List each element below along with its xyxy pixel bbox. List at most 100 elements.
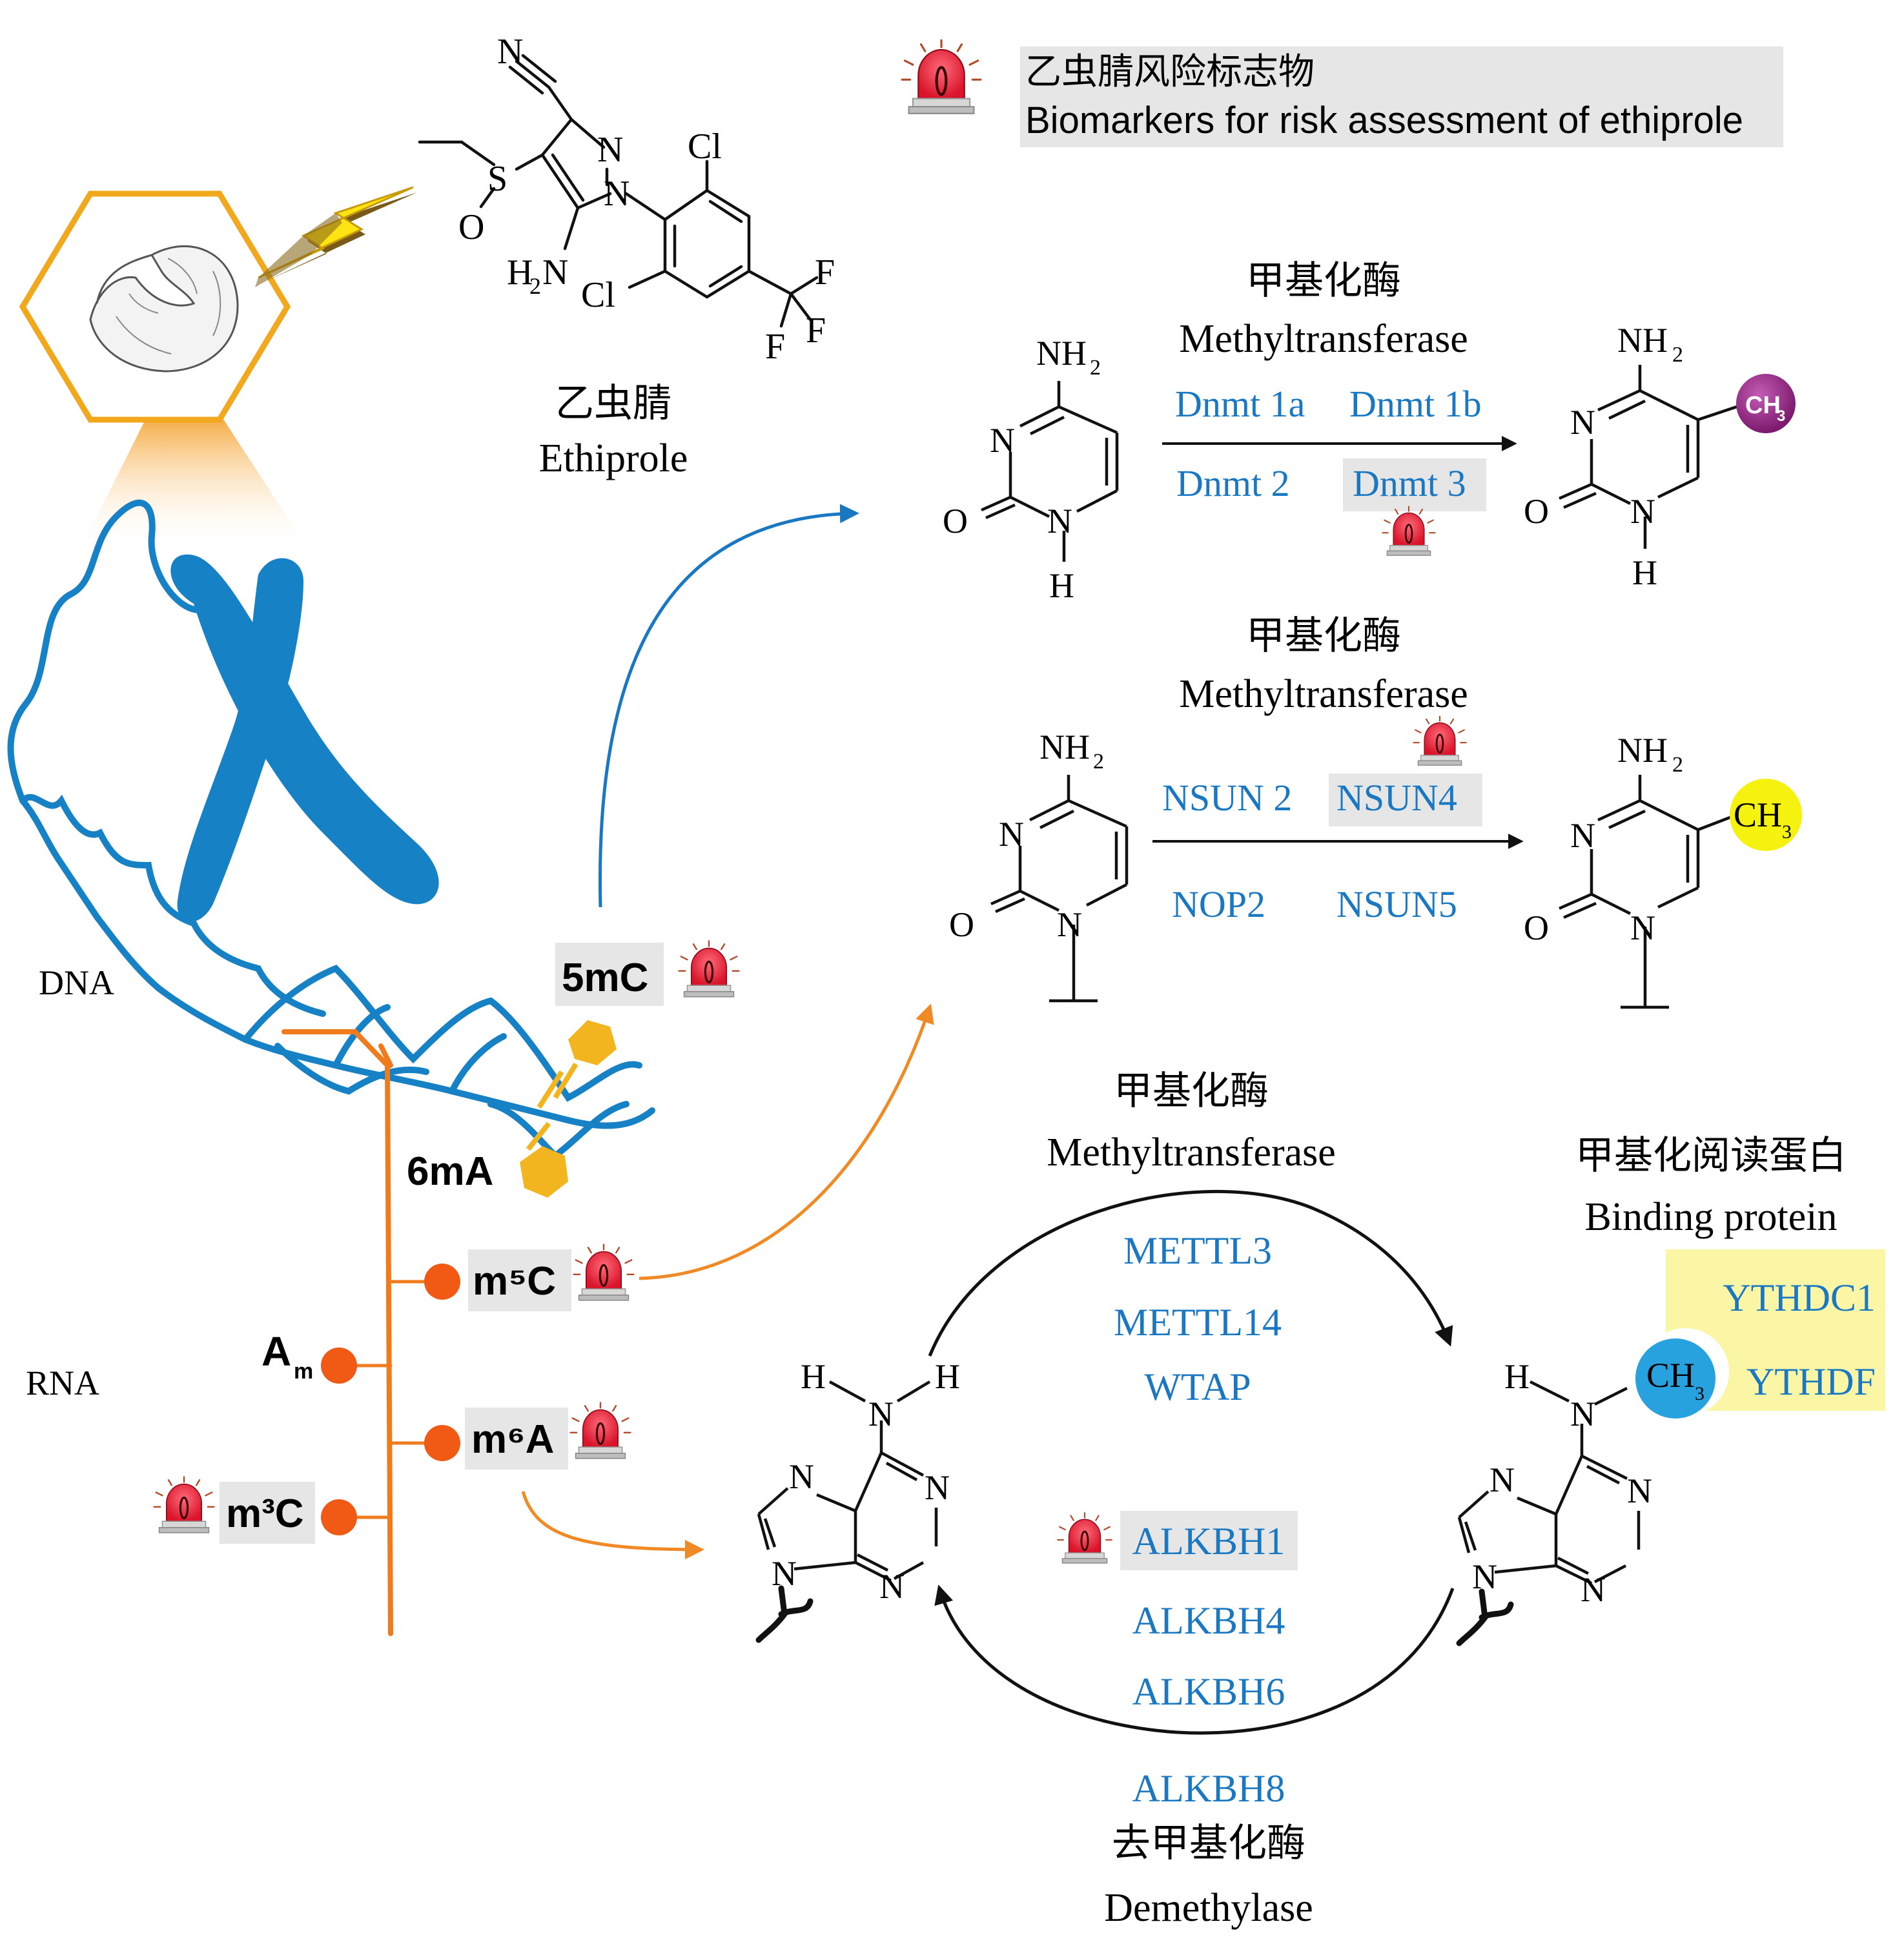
alarm-light-icon bbox=[1381, 506, 1437, 557]
node-m6a bbox=[424, 1425, 460, 1461]
mod-am-label: A bbox=[261, 1328, 291, 1375]
arrow-5mc-to-dna bbox=[598, 504, 859, 908]
arrow-m6a-to-cycle bbox=[521, 1491, 704, 1559]
writer-mettl14: METTL14 bbox=[1114, 1301, 1282, 1344]
reader-ythdc1: YTHDC1 bbox=[1723, 1276, 1876, 1319]
legend: 乙虫腈风险标志物 Biomarkers for risk assessment … bbox=[902, 40, 1783, 147]
rna-enzyme-en: Methyltransferase bbox=[1179, 672, 1468, 716]
atom-h: H bbox=[1632, 553, 1657, 592]
dna-strand bbox=[7, 499, 655, 1160]
atom-n-nitrile: N bbox=[497, 32, 523, 72]
eraser-alkbh6: ALKBH6 bbox=[1132, 1670, 1285, 1713]
rna-strand bbox=[282, 1029, 428, 1636]
chromosome bbox=[170, 554, 439, 922]
atom-f3: F bbox=[765, 327, 785, 367]
atom-o: O bbox=[1524, 492, 1549, 531]
methyl-ball-yellow bbox=[1730, 779, 1802, 851]
alarm-light-icon bbox=[153, 1475, 215, 1534]
alarm-light-icon bbox=[569, 1401, 632, 1460]
atom-nh: NH bbox=[1617, 321, 1668, 360]
compound-name-en: Ethiprole bbox=[539, 436, 688, 480]
enzyme-dnmt2: Dnmt 2 bbox=[1176, 462, 1290, 504]
alarm-light-icon bbox=[1412, 715, 1468, 766]
arrow-methylation-cycle bbox=[928, 1189, 1453, 1357]
alarm-light-icon bbox=[572, 1243, 635, 1302]
atom-n3: N bbox=[1570, 403, 1595, 442]
methyl-ball-blue bbox=[1635, 1338, 1715, 1419]
atom-h: H bbox=[507, 252, 533, 292]
atom-nh: NH bbox=[1617, 731, 1668, 770]
dnmt3-highlight bbox=[1343, 458, 1486, 511]
atom-nh: NH bbox=[1036, 334, 1087, 373]
insect-exposure bbox=[19, 186, 417, 542]
compound-name-cn: 乙虫腈 bbox=[555, 381, 671, 426]
atom-o: O bbox=[1524, 908, 1549, 947]
atom-ch-sub: 3 bbox=[1782, 821, 1792, 843]
alkbh1-highlight bbox=[1120, 1511, 1298, 1570]
atom-o: O bbox=[949, 905, 974, 944]
atom-n1: N bbox=[1047, 502, 1072, 540]
eraser-alkbh4: ALKBH4 bbox=[1132, 1599, 1285, 1642]
atom-nh-sub: 2 bbox=[1093, 750, 1104, 774]
atom-cl-bottom: Cl bbox=[581, 275, 615, 315]
enzyme-nsun2: NSUN 2 bbox=[1162, 777, 1292, 819]
eraser-alkbh8: ALKBH8 bbox=[1132, 1767, 1285, 1810]
atom-n1: N bbox=[1630, 492, 1655, 531]
lightning-icon bbox=[255, 186, 417, 287]
arrow-m5c-to-rna bbox=[639, 1003, 934, 1280]
eraser-cn: 去甲基化酶 bbox=[1112, 1821, 1305, 1866]
atom-n3: N bbox=[990, 421, 1015, 460]
adenine-structure: H H N N N N N bbox=[755, 1357, 960, 1643]
atom-n7: N bbox=[789, 1457, 814, 1496]
eraser-alkbh1: ALKBH1 bbox=[1132, 1520, 1285, 1563]
atom-n3: N bbox=[1570, 816, 1595, 855]
reader-ythdf: YTHDF bbox=[1746, 1360, 1876, 1403]
enzyme-dnmt3: Dnmt 3 bbox=[1353, 462, 1466, 504]
atom-o: O bbox=[458, 207, 484, 247]
atom-ch-sub: 3 bbox=[1777, 407, 1785, 425]
atom-ch: CH bbox=[1646, 1356, 1695, 1395]
mod-5mc-label: 5mC bbox=[562, 956, 648, 1000]
reader-en: Binding protein bbox=[1585, 1195, 1837, 1239]
atom-o: O bbox=[943, 502, 968, 540]
node-m3c bbox=[321, 1499, 357, 1535]
node-am bbox=[321, 1348, 357, 1384]
writer-mettl3: METTL3 bbox=[1123, 1229, 1272, 1272]
atom-n1: N bbox=[1057, 905, 1082, 944]
atom-n6: N bbox=[1570, 1395, 1595, 1433]
eraser-en: Demethylase bbox=[1104, 1886, 1313, 1930]
atom-n2: N bbox=[604, 174, 630, 214]
atom-n1: N bbox=[597, 130, 623, 170]
atom-h: H bbox=[1049, 566, 1074, 605]
rna-nodes bbox=[321, 1264, 460, 1535]
enzyme-dnmt1b: Dnmt 1b bbox=[1349, 383, 1482, 425]
mod-m5c-label: m⁵C bbox=[473, 1259, 556, 1304]
writer-en: Methyltransferase bbox=[1047, 1131, 1336, 1174]
mod-m6a-label: m⁶A bbox=[471, 1417, 554, 1462]
atom-nh: NH bbox=[1039, 728, 1090, 766]
mod-5mc-highlight bbox=[555, 943, 664, 1006]
alarm-light-icon bbox=[1056, 1512, 1113, 1564]
ethiprole-structure bbox=[418, 54, 819, 328]
atom-n9: N bbox=[1472, 1557, 1497, 1596]
atom-n9: N bbox=[772, 1554, 797, 1593]
light-beam bbox=[84, 413, 303, 542]
atom-ch-sub: 3 bbox=[1695, 1383, 1704, 1404]
atom-f1: F bbox=[815, 252, 835, 292]
ethiprole-atoms: N S O N N Cl Cl H 2 N F F F bbox=[458, 32, 835, 367]
legend-highlight bbox=[1020, 46, 1783, 147]
legend-label-en: Biomarkers for risk assessment of ethipr… bbox=[1025, 99, 1743, 141]
mod-m3c-label: m³C bbox=[226, 1491, 304, 1536]
rna-enzyme-cn: 甲基化酶 bbox=[1246, 613, 1401, 659]
atom-nh-sub: 2 bbox=[1672, 343, 1683, 367]
methyl-ball-purple bbox=[1736, 374, 1796, 433]
dna-cytosine-substrate: NH 2 N O N H bbox=[943, 334, 1119, 605]
mod-m3c-highlight bbox=[220, 1482, 315, 1544]
atom-n3: N bbox=[1581, 1570, 1606, 1609]
atom-ch: CH bbox=[1745, 392, 1781, 419]
enzyme-dnmt1a: Dnmt 1a bbox=[1175, 383, 1305, 425]
atom-cl-top: Cl bbox=[688, 127, 722, 167]
enzyme-nsun4: NSUN4 bbox=[1336, 777, 1457, 819]
node-m5c bbox=[424, 1264, 460, 1300]
mod-6ma-label: 6mA bbox=[407, 1149, 493, 1194]
